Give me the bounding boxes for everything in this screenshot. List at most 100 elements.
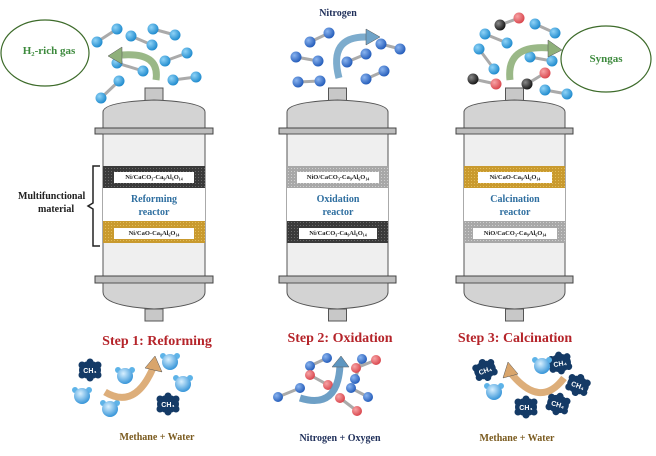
atom: [378, 65, 390, 77]
methane-bump: [478, 358, 486, 366]
o2-molecule: [305, 370, 333, 390]
bottom-dome: [102, 282, 206, 310]
atom: [501, 37, 513, 49]
step2-feed-label: Nitrogen + Oxygen: [299, 433, 381, 444]
step3-label: Step 3: Calcination: [457, 331, 573, 346]
n2-molecule: [292, 75, 326, 88]
h2-molecule: [524, 51, 558, 67]
methane-molecule: CH₄: [514, 395, 538, 419]
arrow-shaft: [121, 51, 160, 81]
arrow-head: [107, 46, 123, 65]
methane-bump: [545, 403, 553, 411]
methane-bump: [577, 373, 585, 381]
atom: [190, 71, 202, 83]
atom: [91, 36, 103, 48]
step2-label: Step 2: Oxidation: [287, 331, 393, 346]
atom: [351, 363, 361, 373]
atom: [521, 78, 533, 90]
bottom-nozzle: [144, 308, 164, 322]
atom: [539, 84, 551, 96]
methane-bump: [490, 368, 498, 376]
methane-bump: [563, 353, 571, 361]
atom: [357, 354, 367, 364]
methane-bump: [94, 371, 102, 379]
water-molecule: [160, 353, 180, 370]
atom: [137, 65, 149, 77]
atom: [312, 55, 324, 67]
arrow-shaft: [506, 44, 551, 81]
methane-molecule: CH₄: [156, 392, 180, 416]
h2-molecule: [159, 47, 193, 67]
atom: [513, 12, 525, 24]
methane-bump: [530, 398, 538, 406]
methane-bump: [548, 393, 556, 401]
reactor-vessel-oxidation: [278, 87, 397, 322]
step1-label: Step 1: Reforming: [102, 334, 212, 349]
methane-molecule: CH₄: [565, 373, 591, 397]
atom: [539, 67, 551, 79]
atom: [494, 19, 506, 31]
atom: [479, 28, 491, 40]
atom: [341, 56, 353, 68]
methane-bump: [487, 359, 495, 367]
atom: [292, 76, 304, 88]
h2-molecule: [529, 18, 561, 39]
water-molecule: [72, 387, 92, 404]
reactor2-name-line2: reactor: [322, 207, 354, 218]
reactor-zone: [103, 188, 205, 221]
atom: [167, 74, 179, 86]
atom: [314, 75, 326, 87]
arrow-head: [144, 355, 163, 373]
h2-molecule: [147, 23, 181, 41]
h2-rich-gas-ellipse: [0, 19, 90, 87]
bottom-flange: [455, 275, 574, 284]
o-atom: [162, 354, 178, 370]
top-flange: [455, 127, 574, 135]
methane-bump: [164, 392, 172, 400]
methane-bump: [530, 408, 538, 416]
atom: [546, 55, 558, 67]
o2-molecule: [351, 355, 381, 373]
h2-molecule: [95, 75, 125, 104]
reactor3-name-line1: Calcination: [490, 194, 540, 205]
top-dome: [286, 99, 389, 129]
o2-molecule: [335, 393, 362, 416]
methane-text: CH₄: [570, 381, 585, 392]
methane-molecule: CH₄: [472, 358, 498, 382]
n2-molecule: [290, 51, 324, 67]
methane-text: CH₄: [553, 360, 567, 369]
atom: [305, 361, 315, 371]
top-dome: [463, 99, 566, 129]
reactor2-name: Oxidation reactor: [287, 193, 389, 219]
atom: [304, 36, 316, 48]
atom: [305, 370, 315, 380]
atom: [323, 380, 333, 390]
top-nozzle: [328, 87, 347, 102]
methane-bump: [552, 408, 560, 416]
product-label-h2-rich-gas: H₂-rich gas: [22, 45, 76, 57]
atom: [473, 43, 485, 55]
h2-exit-arrow: [107, 46, 160, 81]
nitrogen-exit-arrow: [333, 28, 381, 79]
methane-water-inlet-arrow-1: [103, 355, 163, 401]
methane-bump: [522, 395, 530, 403]
n2-molecule: [273, 383, 305, 402]
top-flange: [278, 127, 397, 135]
atom: [335, 393, 345, 403]
atom: [524, 51, 536, 63]
methane-bump: [549, 365, 557, 373]
reactor1-top-bed-label: Ni/CaCO₃-Ca₉Al₆O₁₄: [114, 172, 194, 183]
methane-bump: [514, 398, 522, 406]
methane-text: CH₄: [478, 366, 493, 377]
atom: [549, 27, 561, 39]
h2-molecule: [539, 84, 573, 100]
methane-bump: [94, 361, 102, 369]
top-nozzle: [505, 87, 524, 102]
methane-bump: [580, 388, 588, 396]
n2-molecule: [360, 65, 390, 85]
step1-feed-label: Methane + Water: [119, 432, 195, 443]
o-atom: [175, 376, 191, 392]
top-flange: [94, 127, 214, 135]
atom: [290, 51, 302, 63]
side-label-line2: material: [38, 204, 75, 215]
